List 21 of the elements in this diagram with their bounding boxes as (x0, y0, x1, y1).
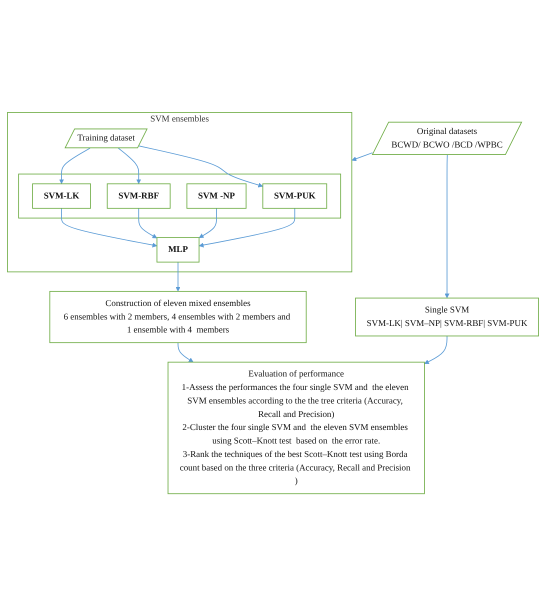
node-box: SVM-RBF (106, 183, 171, 209)
arrow (59, 148, 90, 184)
arrow (424, 335, 448, 364)
node-box: MLP (156, 237, 200, 262)
arrow (176, 262, 180, 292)
arrow (178, 342, 194, 362)
arrow (352, 152, 373, 161)
node-box: Construction of eleven mixed ensembles 6 ensembles with 2 members, 4 ensembles with 2 members and 1 ensemble with 4 members (49, 290, 307, 343)
arrow (198, 208, 296, 248)
node-box: SVM-PUK (262, 183, 328, 209)
arrow (61, 208, 158, 248)
cluster (18, 174, 342, 218)
arrow (444, 154, 450, 298)
node-box: SVM-LK (32, 183, 91, 209)
arrow (138, 208, 158, 238)
node-box: Single SVM SVM-LK| SVM–NP| SVM-RBF| SVM-PUK (355, 298, 539, 336)
arrow (118, 148, 142, 184)
node-box: Evaluation of performance 1-Assess the performances the four single SVM and the eleven SVM ensembles according to the the tree criteria (Accuracy, Recall and Precision) 2-Cluster the four single SVM and the eleven SVM ensembles using Scott–Knott test based on the error rate. 3-Rank the techniques of the best Scott–Knott test using Borda count based on the three criteria (Accuracy, Recall and Precision ) (168, 362, 425, 494)
node-box: SVM -NP (186, 183, 246, 209)
arrow (198, 208, 217, 238)
arrow (138, 145, 264, 188)
